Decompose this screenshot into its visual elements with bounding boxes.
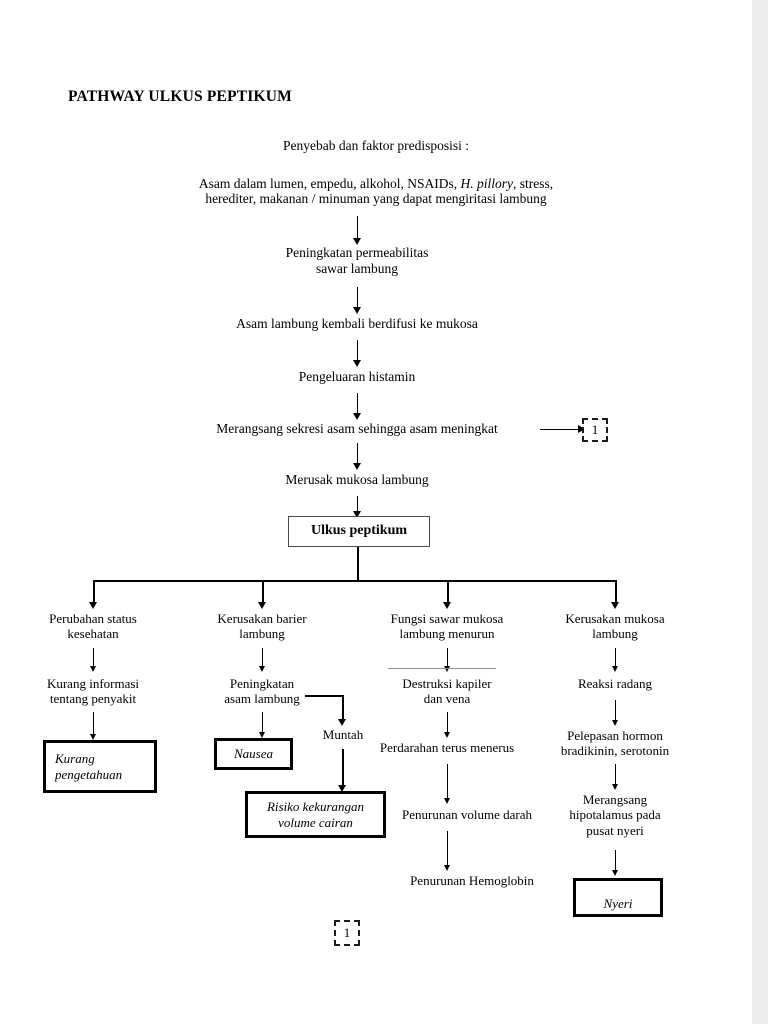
connector-branch-distributor (93, 580, 616, 583)
outcome-risiko-kekurangan-volume-cairan[interactable]: Risiko kekurangan volume cairan (245, 791, 386, 838)
node-merangsang-sekresi-asam: Merangsang sekresi asam sehingga asam me… (216, 421, 498, 436)
connector-b4-step3-to-outcome (615, 850, 617, 872)
connector-b1-step-to-outcome (93, 712, 95, 736)
node-asam-lambung-berdifusi: Asam lambung kembali berdifusi ke mukosa (236, 316, 478, 331)
connector-b4-heading-to-step1 (615, 648, 617, 668)
arrowhead-down-icon (353, 463, 361, 470)
offpage-reference-bottom[interactable]: 1 (334, 920, 360, 946)
arrowhead-down-icon (353, 360, 361, 367)
arrowhead-down-icon (258, 666, 265, 672)
connector-diagnosis-trunk (357, 547, 360, 581)
node-perdarahan-terus-menerus: Perdarahan terus menerus (379, 740, 515, 755)
connector-b4-step2-to-step3 (615, 764, 617, 786)
connector-b1-heading-to-step (93, 648, 95, 668)
arrowhead-down-icon (353, 413, 361, 420)
node-kerusakan-barier-lambung: Kerusakan barier lambung (217, 611, 307, 642)
node-reaksi-radang: Reaksi radang (577, 676, 652, 691)
arrowhead-down-icon (353, 511, 361, 518)
arrowhead-down-icon (89, 666, 96, 672)
connector-b3-heading-to-step1 (447, 648, 449, 670)
causes-line2: herediter, makanan / minuman yang dapat … (205, 190, 547, 206)
arrowhead-down-icon (89, 734, 96, 740)
outcome-nausea[interactable]: Nausea (214, 738, 293, 770)
node-muntah: Muntah (322, 727, 364, 742)
outcome-nausea-label: Nausea (234, 746, 273, 762)
arrowhead-down-icon (611, 720, 618, 726)
connector-step4-to-step5 (357, 443, 359, 465)
causes-line1-part-b: , stress, (513, 176, 554, 191)
connector-b3-step1-to-step2 (447, 712, 449, 734)
document-page: PATHWAY ULKUS PEPTIKUM Penyebab dan fakt… (0, 0, 752, 1024)
connector-b3-step3-to-step4 (447, 831, 449, 867)
node-pengeluaran-histamin: Pengeluaran histamin (298, 369, 416, 384)
arrowhead-down-icon (611, 784, 618, 790)
offpage-reference-right[interactable]: 1 (582, 418, 608, 442)
connector-muntah-to-risiko (342, 749, 345, 787)
arrowhead-down-icon (89, 602, 97, 609)
outcome-kurang-pengetahuan-label: Kurang pengetahuan (55, 751, 123, 782)
arrowhead-down-icon (338, 719, 346, 726)
connector-b2-heading-to-step (262, 648, 264, 668)
connector-b2-elbow-to-muntah (305, 695, 344, 698)
arrowhead-down-icon (353, 238, 361, 245)
connector-step5-to-diagnosis (357, 496, 359, 514)
connector-drop-branch-2 (262, 580, 265, 604)
arrowhead-down-icon (258, 602, 266, 609)
arrowhead-down-icon (443, 602, 451, 609)
arrowhead-down-icon (338, 785, 346, 792)
node-kerusakan-mukosa-lambung: Kerusakan mukosa lambung (565, 611, 665, 642)
connector-b2-step-to-nausea (262, 712, 264, 734)
node-penurunan-hemoglobin: Penurunan Hemoglobin (410, 873, 534, 888)
node-ulkus-peptikum-box[interactable]: Ulkus peptikum (288, 516, 430, 547)
arrowhead-down-icon (443, 865, 450, 871)
connector-b2-muntah-drop (342, 695, 345, 721)
arrowhead-down-icon (353, 307, 361, 314)
connector-drop-branch-4 (615, 580, 618, 604)
connector-step3-to-step4 (357, 393, 359, 415)
node-merusak-mukosa-lambung: Merusak mukosa lambung (285, 472, 429, 487)
connector-b4-step1-to-step2 (615, 700, 617, 722)
connector-step1-to-step2 (357, 287, 359, 309)
arrowhead-down-icon (443, 666, 450, 672)
node-penurunan-volume-darah: Penurunan volume darah (402, 807, 532, 822)
node-peningkatan-asam-lambung: Peningkatan asam lambung (224, 676, 300, 707)
outcome-nyeri-label: Nyeri (603, 895, 633, 911)
node-destruksi-kapiler-dan-vena: Destruksi kapiler dan vena (402, 676, 492, 707)
arrowhead-down-icon (258, 732, 265, 738)
arrowhead-down-icon (443, 732, 450, 738)
arrowhead-down-icon (611, 870, 618, 876)
connector-causes-to-step1 (357, 216, 359, 240)
connector-drop-branch-1 (93, 580, 96, 604)
node-pelepasan-hormon: Pelepasan hormon bradikinin, serotonin (560, 728, 670, 759)
divider-line (388, 668, 496, 669)
causes-text: Asam dalam lumen, empedu, alkohol, NSAID… (120, 176, 632, 207)
connector-drop-branch-3 (447, 580, 450, 604)
arrowhead-right-icon (578, 425, 585, 433)
node-peningkatan-permeabilitas: Peningkatan permeabilitas sawar lambung (285, 245, 429, 276)
outcome-risiko-label: Risiko kekurangan volume cairan (266, 799, 365, 830)
connector-step2-to-step3 (357, 340, 359, 362)
arrowhead-down-icon (443, 798, 450, 804)
outcome-nyeri[interactable]: Nyeri (573, 878, 663, 917)
node-fungsi-sawar-mukosa-menurun: Fungsi sawar mukosa lambung menurun (390, 611, 504, 642)
connector-step4-to-ref1 (540, 429, 580, 431)
page-title: PATHWAY ULKUS PEPTIKUM (68, 88, 293, 105)
node-perubahan-status-kesehatan: Perubahan status kesehatan (49, 611, 137, 642)
causes-pathogen-name: H. pillory (460, 176, 514, 191)
connector-b3-step2-to-step3 (447, 764, 449, 800)
arrowhead-down-icon (611, 602, 619, 609)
arrowhead-down-icon (611, 666, 618, 672)
node-merangsang-hipotalamus: Merangsang hipotalamus pada pusat nyeri (569, 792, 661, 838)
page-gutter (752, 0, 768, 1024)
causes-heading: Penyebab dan faktor predisposisi : (283, 138, 469, 153)
node-kurang-informasi: Kurang informasi tentang penyakit (46, 676, 140, 707)
causes-line1-part-a: Asam dalam lumen, empedu, alkohol, NSAID… (198, 176, 461, 191)
outcome-kurang-pengetahuan[interactable]: Kurang pengetahuan (43, 740, 157, 793)
